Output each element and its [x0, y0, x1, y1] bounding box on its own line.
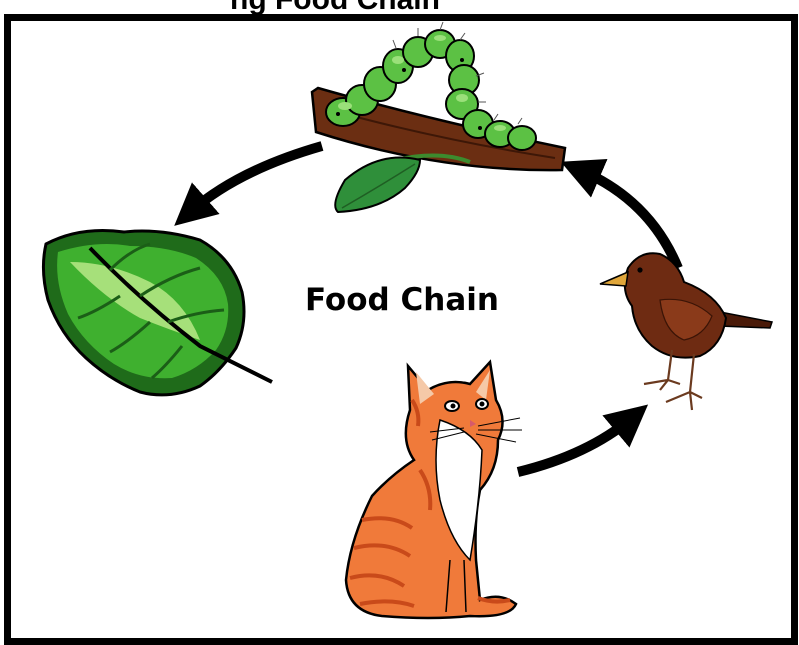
arrow-cat-to-bird [518, 418, 632, 472]
arrow-bird-to-caterpillar [580, 170, 678, 268]
arrow-caterpillar-to-leaf [190, 146, 322, 212]
leaf-icon [43, 231, 272, 395]
bird-icon [600, 253, 772, 410]
diagram-title: Food Chain [305, 282, 499, 318]
caterpillar-icon [312, 22, 565, 212]
cat-icon [346, 362, 522, 618]
